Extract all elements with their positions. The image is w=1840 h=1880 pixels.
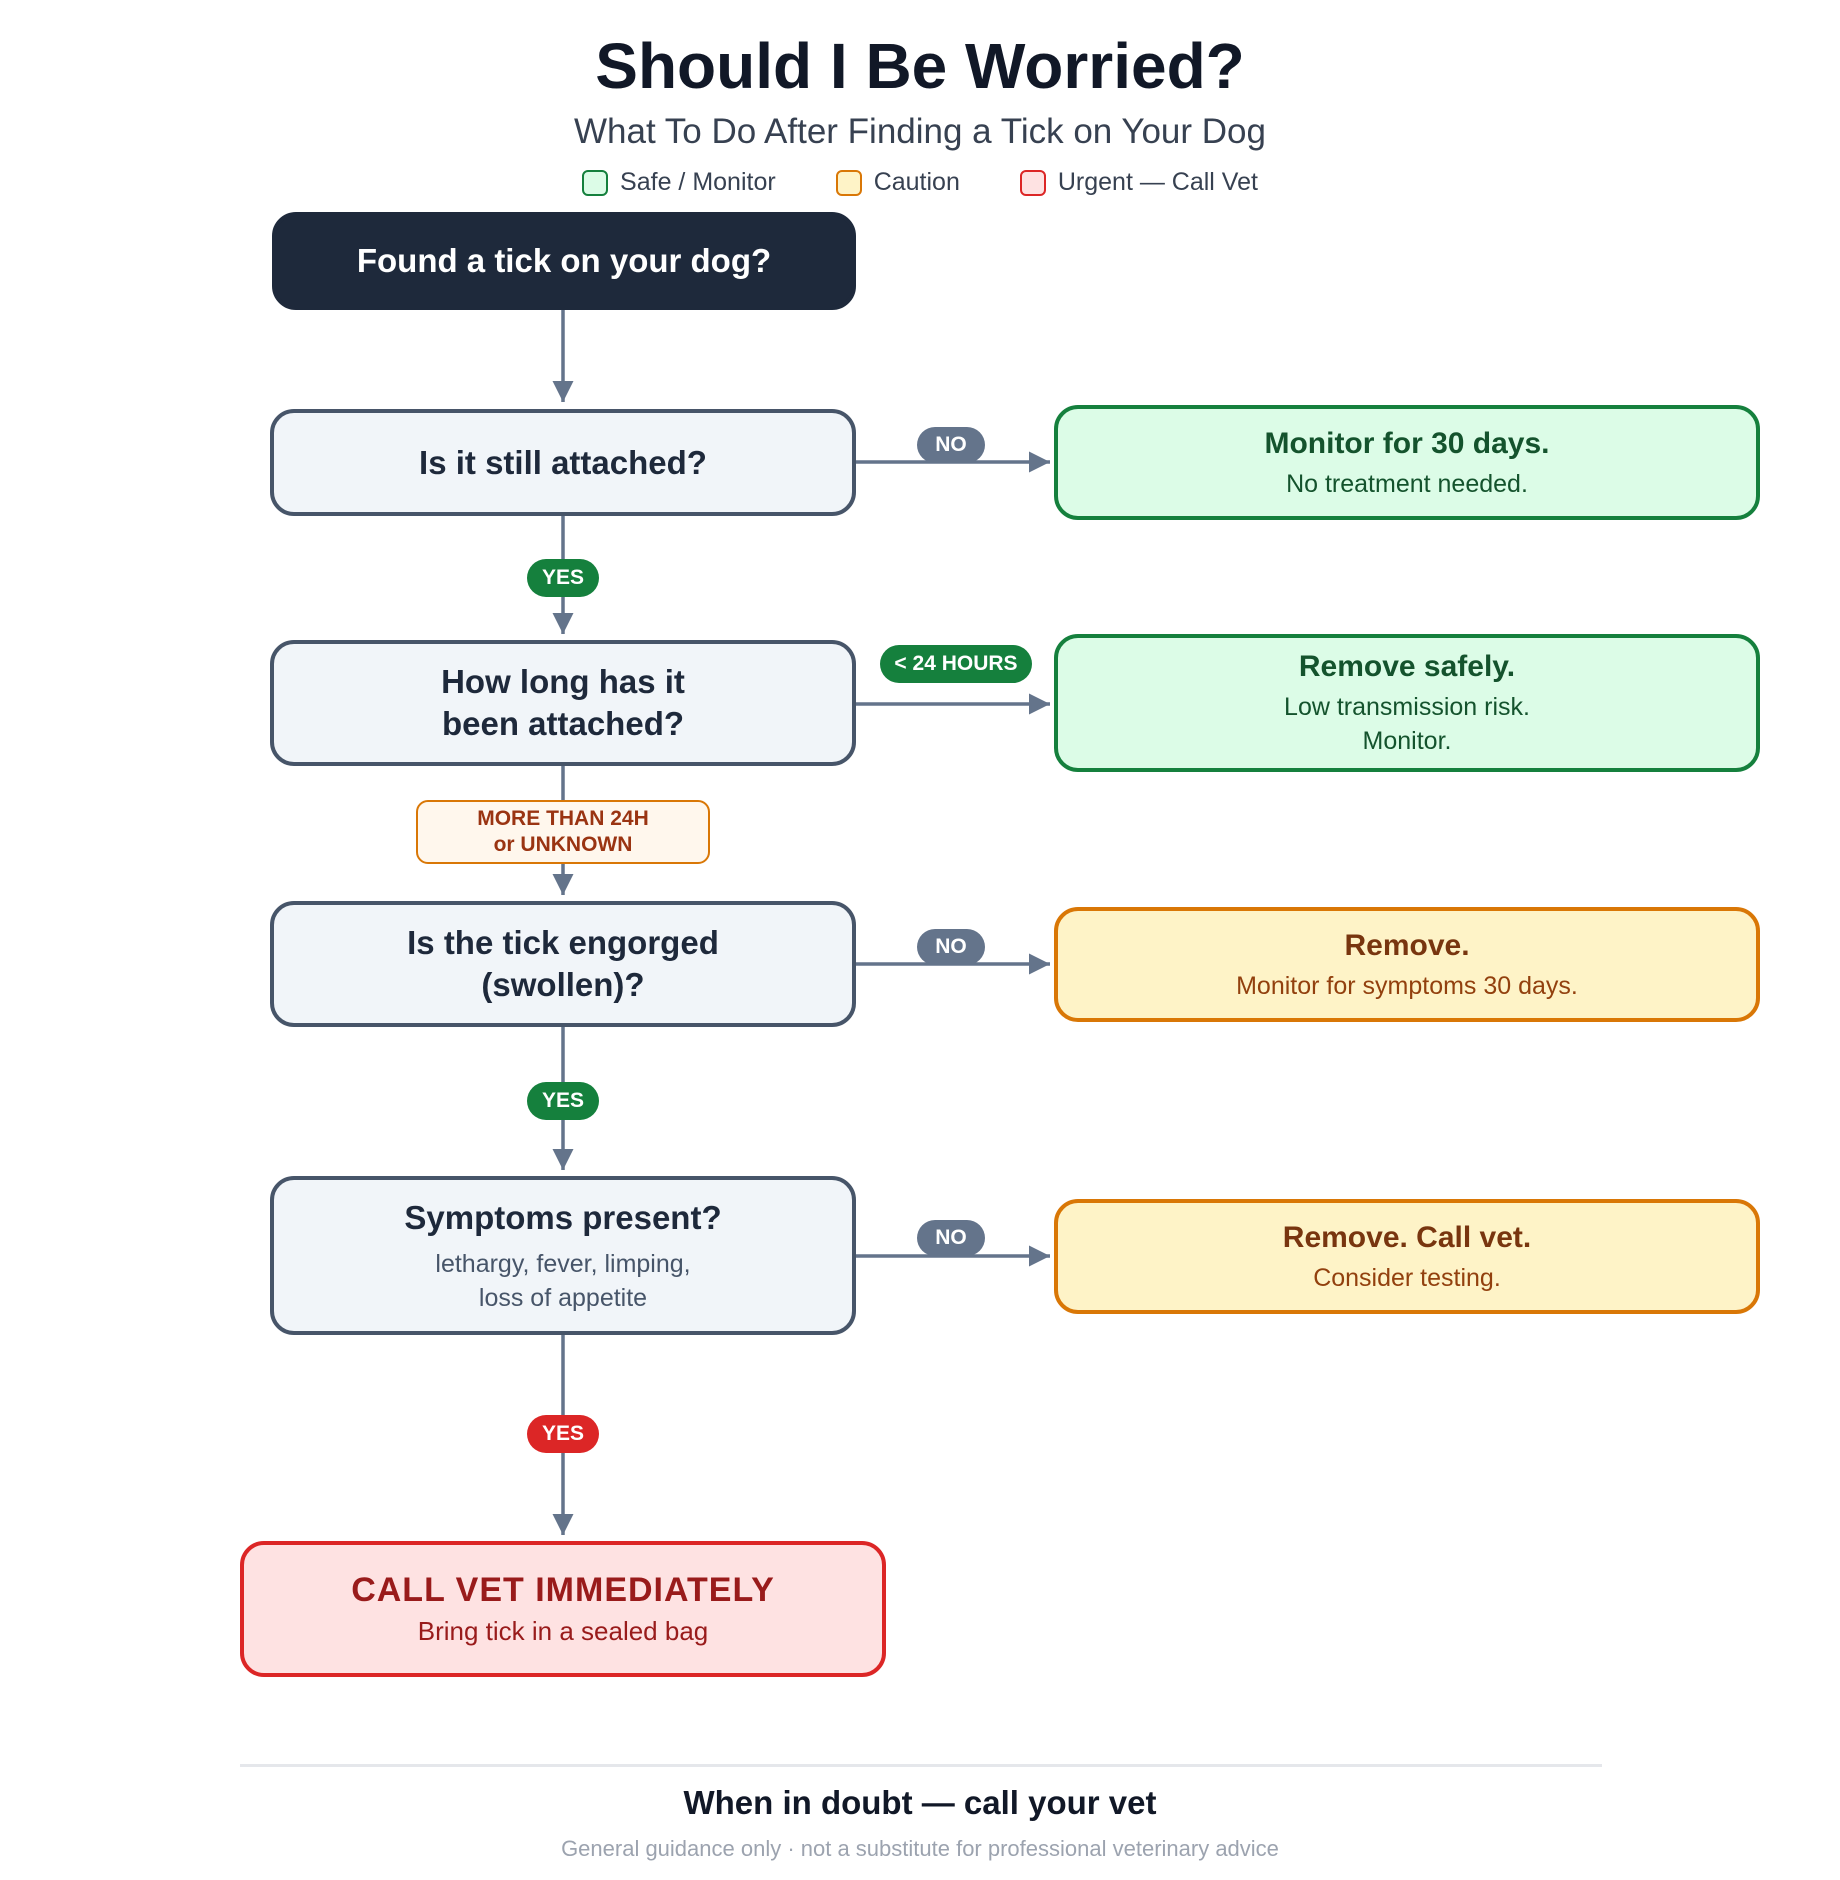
question-how-long-title: How long has it been attached? bbox=[441, 663, 685, 742]
legend-swatch-safe bbox=[582, 169, 609, 196]
outcome-remove-monitor: Remove. Monitor for symptoms 30 days. bbox=[1054, 907, 1760, 1022]
outcome-remove-call-vet-title: Remove. Call vet. bbox=[1282, 1220, 1532, 1254]
legend-item-urgent: Urgent — Call Vet bbox=[1019, 168, 1258, 197]
outcome-remove-safely-sub: Low transmission risk. Monitor. bbox=[1284, 693, 1530, 755]
outcome-remove-call-vet-sub: Consider testing. bbox=[1313, 1263, 1501, 1292]
question-still-attached: Is it still attached? bbox=[270, 409, 856, 516]
edge-label-engorged-yes: YES bbox=[527, 1082, 599, 1120]
legend-label-urgent: Urgent — Call Vet bbox=[1057, 168, 1258, 196]
outcome-call-vet-immediately-sub: Bring tick in a sealed bag bbox=[417, 1616, 709, 1646]
outcome-monitor-30-days: Monitor for 30 days. No treatment needed… bbox=[1054, 405, 1760, 520]
outcome-monitor-30-days-sub: No treatment needed. bbox=[1286, 469, 1528, 498]
legend-item-safe: Safe / Monitor bbox=[582, 168, 776, 197]
edge-label-symptoms-yes: YES bbox=[527, 1415, 599, 1453]
question-how-long: How long has it been attached? bbox=[270, 640, 856, 766]
start-node: Found a tick on your dog? bbox=[272, 212, 856, 310]
legend-label-safe: Safe / Monitor bbox=[620, 168, 776, 196]
outcome-remove-safely: Remove safely. Low transmission risk. Mo… bbox=[1054, 634, 1760, 772]
question-still-attached-title: Is it still attached? bbox=[419, 443, 707, 481]
footer-headline: When in doubt — call your vet bbox=[683, 1784, 1157, 1821]
edge-label-engorged-no: NO bbox=[917, 929, 985, 965]
outcome-remove-safely-title: Remove safely. bbox=[1298, 650, 1516, 683]
legend-swatch-urgent bbox=[1019, 169, 1046, 196]
edge-label-symptoms-no: NO bbox=[917, 1220, 985, 1256]
footer-divider bbox=[240, 1764, 1602, 1767]
footer-disclaimer: General guidance only · not a substitute… bbox=[561, 1836, 1279, 1861]
outcome-remove-monitor-title: Remove. bbox=[1344, 928, 1470, 962]
question-symptoms: Symptoms present? lethargy, fever, limpi… bbox=[270, 1176, 856, 1335]
question-engorged-title: Is the tick engorged (swollen)? bbox=[407, 924, 719, 1003]
legend-label-caution: Caution bbox=[873, 168, 960, 196]
outcome-monitor-30-days-title: Monitor for 30 days. bbox=[1264, 426, 1550, 460]
legend-item-caution: Caution bbox=[835, 168, 960, 197]
outcome-remove-monitor-sub: Monitor for symptoms 30 days. bbox=[1236, 971, 1578, 1000]
page-subtitle: What To Do After Finding a Tick on Your … bbox=[574, 112, 1266, 151]
edge-label-under-24-hours: < 24 HOURS bbox=[880, 645, 1032, 683]
edge-label-more-than-24h: MORE THAN 24H or UNKNOWN bbox=[416, 800, 710, 864]
outcome-remove-call-vet: Remove. Call vet. Consider testing. bbox=[1054, 1199, 1760, 1314]
outcome-call-vet-immediately: CALL VET IMMEDIATELY Bring tick in a sea… bbox=[240, 1541, 886, 1677]
outcome-call-vet-immediately-title: CALL VET IMMEDIATELY bbox=[351, 1571, 775, 1609]
page-title: Should I Be Worried? bbox=[595, 30, 1245, 102]
edge-label-attached-no: NO bbox=[917, 427, 985, 463]
legend-swatch-caution bbox=[835, 169, 862, 196]
edge-label-attached-yes: YES bbox=[527, 559, 599, 597]
question-symptoms-title: Symptoms present? bbox=[404, 1198, 722, 1236]
question-engorged: Is the tick engorged (swollen)? bbox=[270, 901, 856, 1027]
start-node-title: Found a tick on your dog? bbox=[356, 242, 772, 279]
question-symptoms-list: lethargy, fever, limping, loss of appeti… bbox=[435, 1249, 691, 1312]
legend: Safe / Monitor Caution Urgent — Call Vet bbox=[0, 168, 1840, 197]
